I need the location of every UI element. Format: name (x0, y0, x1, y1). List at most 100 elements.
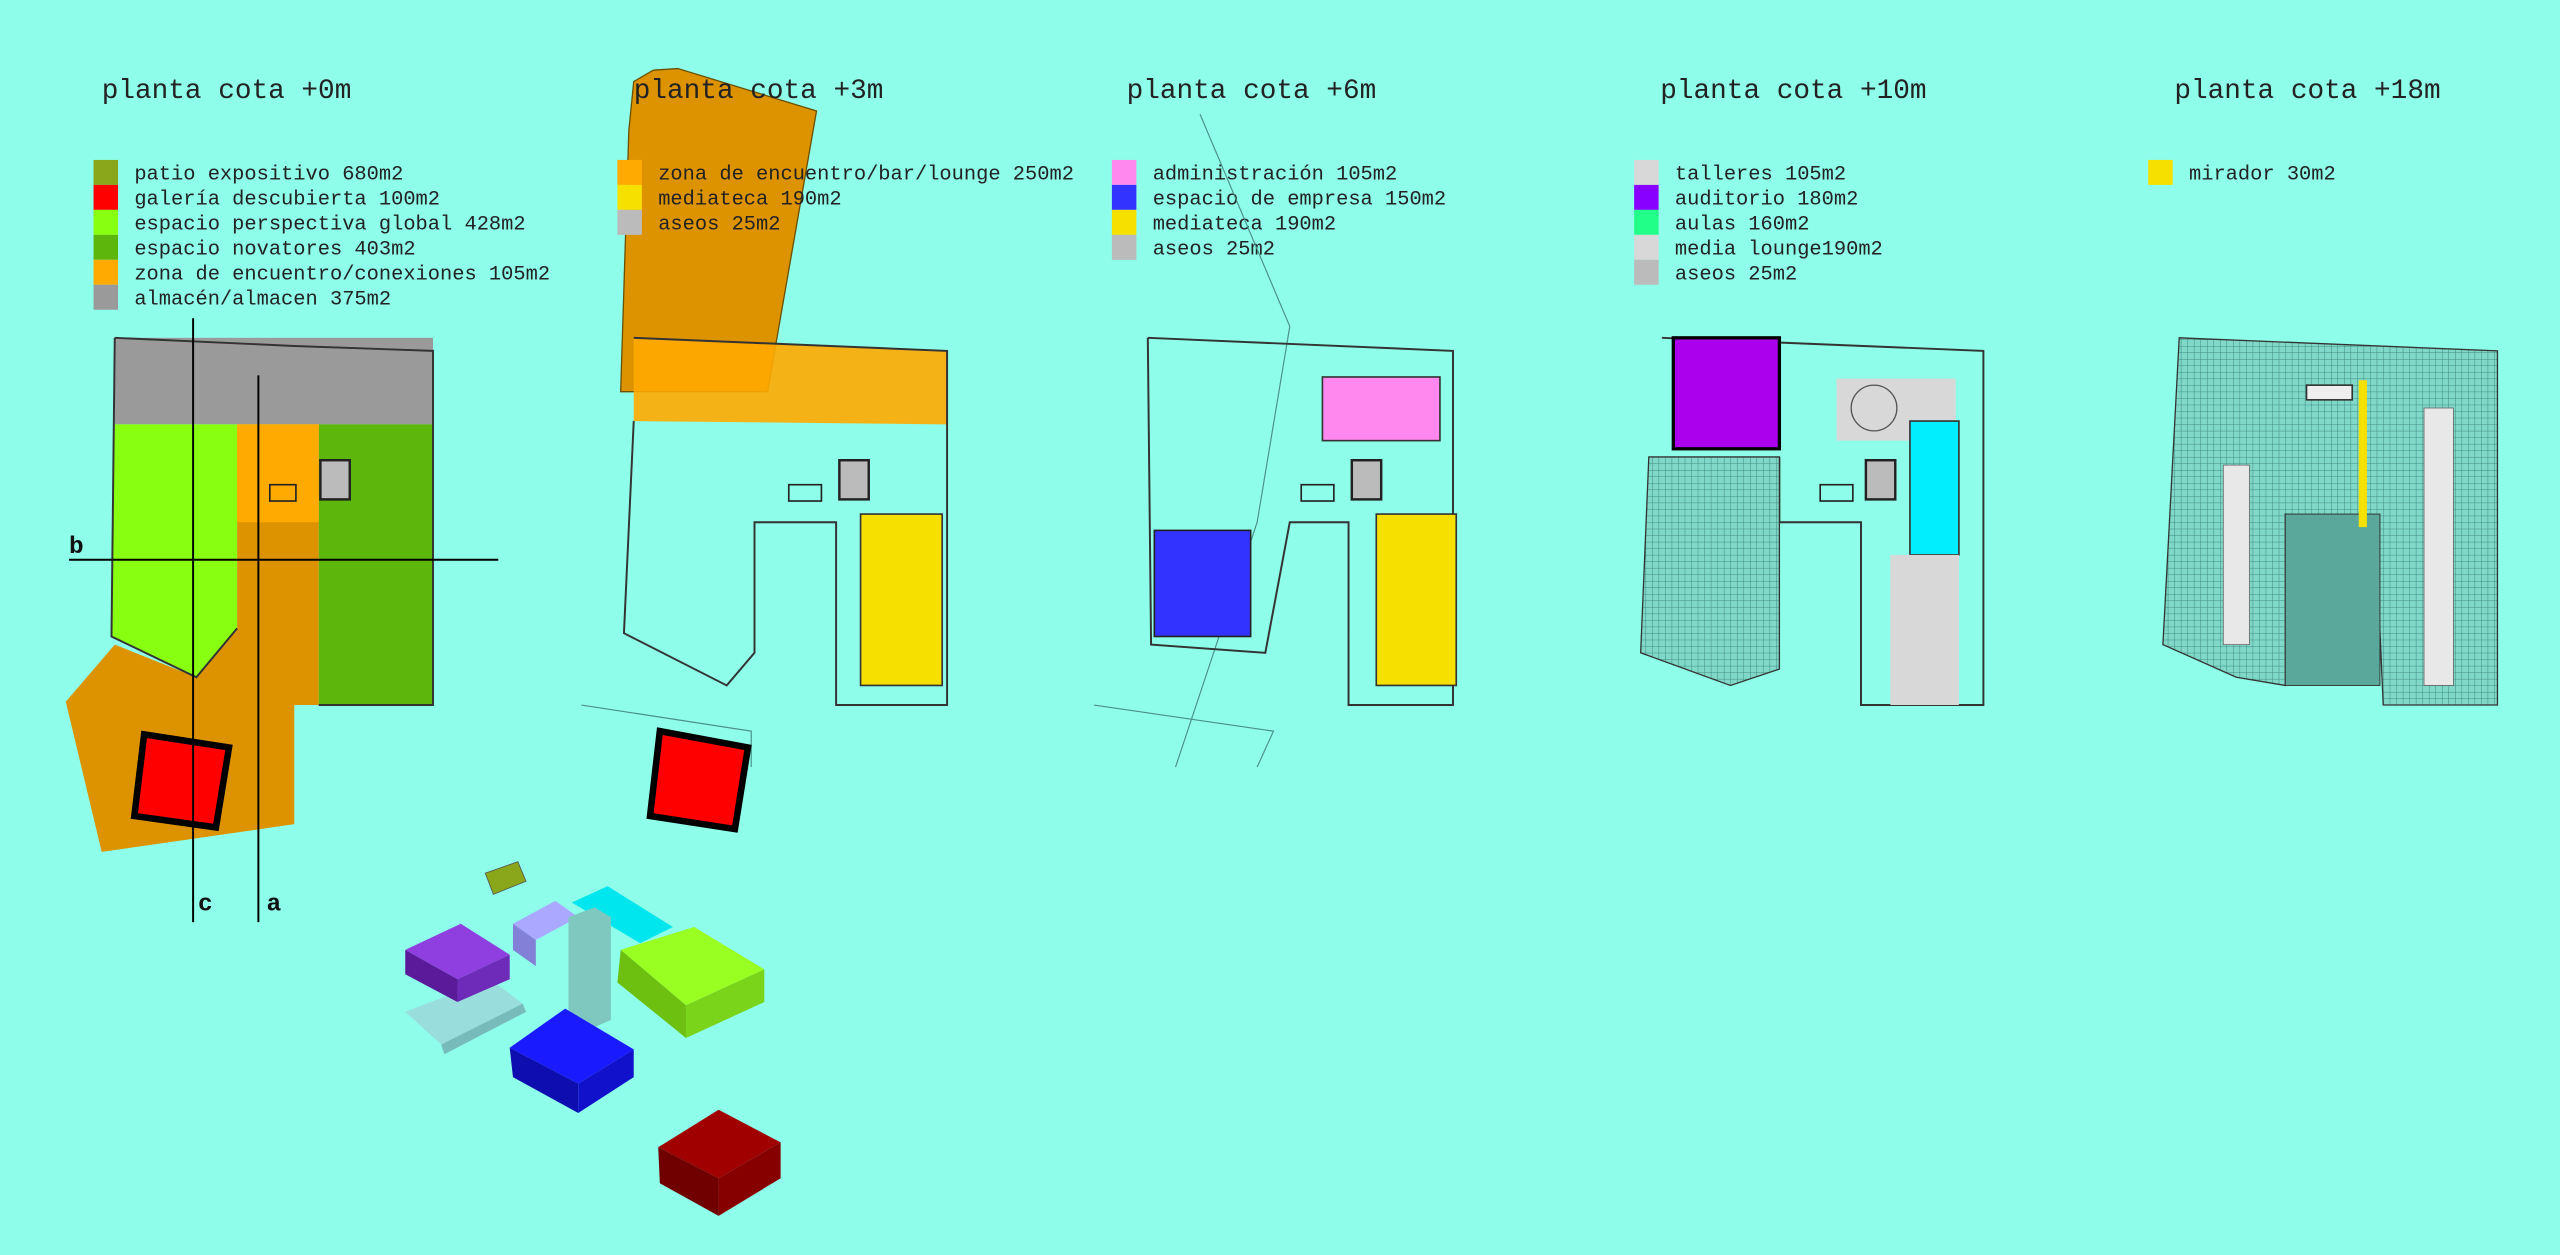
legend-label: patio expositivo 680m2 (134, 164, 403, 187)
plan-title-18m: planta cota +18m (2174, 76, 2440, 107)
plan-title-0m: planta cota +0m (102, 76, 352, 107)
legend-swatch (93, 184, 119, 210)
legend-label: espacio novatores 403m2 (134, 238, 415, 261)
zone-encuentro-conexiones (65, 424, 319, 852)
legend-label: almacén/almacen 375m2 (134, 288, 391, 311)
zone-almacen (114, 337, 433, 425)
massing-bar-side (441, 1003, 527, 1055)
zone-administracion (1321, 376, 1441, 442)
legend-label: galería descubierta 100m2 (134, 188, 440, 211)
massing-administracion (512, 900, 579, 941)
legend-label: zona de encuentro/bar/lounge 250m2 (658, 164, 1074, 187)
roof-access (2305, 384, 2354, 401)
plan-18m (2162, 337, 2499, 706)
massing-core (568, 907, 611, 1032)
aseos-6m (1350, 458, 1383, 501)
legend-label: administración 105m2 (1153, 164, 1398, 187)
zone-mediateca-6m (1375, 513, 1458, 687)
legend-label: aulas 160m2 (1675, 213, 1810, 236)
massing-auditorio-side (405, 949, 458, 1003)
massing-galeria-side (718, 1142, 781, 1216)
legend-label: zona de encuentro/conexiones 105m2 (134, 263, 550, 286)
massing-perspectiva-side (617, 949, 686, 1038)
plan-3m (581, 336, 949, 833)
legend-label: media lounge190m2 (1675, 238, 1883, 261)
zone-mirador (2358, 380, 2367, 528)
ramp-outline-south (1093, 704, 1275, 768)
massing-empresa-side (509, 1047, 579, 1114)
ramp-outline (1175, 114, 1291, 768)
legend-label: mediateca 190m2 (658, 188, 841, 211)
legend-swatch (93, 234, 119, 260)
legend-swatch (93, 209, 119, 235)
zone-media-lounge (1890, 554, 1959, 706)
legend-swatch (93, 259, 119, 285)
galeria-3m (646, 727, 752, 833)
plan-outline (1146, 336, 1454, 706)
zone-bar-lounge (633, 337, 948, 425)
legend-label: aseos 25m2 (1675, 263, 1797, 286)
aseos-3m (838, 458, 870, 501)
ramp-outline (581, 704, 752, 768)
massing-model (405, 861, 781, 1216)
legend-swatch (1111, 209, 1137, 235)
legend-swatch (1111, 184, 1137, 210)
zone-perspectiva-global (111, 424, 238, 678)
legend-label: espacio de empresa 150m2 (1153, 188, 1446, 211)
legend-label: auditorio 180m2 (1675, 188, 1858, 211)
legend-label: aseos 25m2 (658, 213, 780, 236)
zone-auditorio (1671, 336, 1782, 451)
roof-hatch-10m (1639, 456, 1781, 687)
zone-aulas (1909, 420, 1960, 556)
plan-6m (1093, 114, 1458, 768)
massing-perspectiva-global (620, 926, 765, 1006)
legend-swatch (2148, 159, 2173, 185)
legend-swatch (1634, 184, 1659, 210)
legend-label: espacio perspectiva global 428m2 (134, 213, 525, 236)
plan-outline-west (110, 337, 238, 679)
plan-title-10m: planta cota +10m (1660, 76, 1926, 107)
massing-aulas (571, 886, 673, 944)
zone-encuentro-core (237, 424, 319, 523)
massing-empresa-side (578, 1049, 634, 1114)
aseos-10m (1864, 458, 1897, 501)
legend-swatch (617, 159, 642, 185)
massing-espacio-empresa (509, 1008, 634, 1084)
section-label-a: a (267, 892, 282, 919)
massing-bar-top (405, 979, 523, 1045)
legend-swatch (617, 184, 642, 210)
legend-label: talleres 105m2 (1675, 164, 1846, 187)
plan-10m (1639, 336, 1985, 706)
zone-mediateca-3m (859, 513, 943, 687)
legend-label: mirador 30m2 (2189, 164, 2336, 187)
massing-patio (484, 861, 527, 895)
skylight-west (2222, 464, 2250, 646)
massing-perspectiva-side (685, 969, 765, 1038)
lift (1300, 483, 1335, 502)
legend-swatch (1634, 259, 1659, 285)
legend-swatch (93, 284, 119, 310)
legend-swatch (1634, 234, 1659, 260)
legend-swatch (1111, 159, 1137, 185)
massing-auditorio (405, 923, 510, 980)
roof-grid (2284, 513, 2381, 686)
lift (787, 483, 823, 502)
legend-swatch (1634, 209, 1659, 235)
round-table (1850, 384, 1898, 432)
zone-galeria-descubierta (130, 730, 233, 832)
legend-label: aseos 25m2 (1153, 238, 1275, 261)
skylight-east (2423, 407, 2454, 686)
legend-swatch (1634, 159, 1659, 185)
stair-core (319, 458, 351, 501)
lift (1819, 483, 1854, 502)
legend-swatch (93, 159, 119, 185)
plan-0m: b c a (65, 318, 499, 923)
plan-title-3m: planta cota +3m (634, 76, 884, 107)
plan-outline (622, 336, 949, 706)
legend-label: mediateca 190m2 (1153, 213, 1336, 236)
plan-outline (114, 336, 434, 706)
section-label-c: c (198, 892, 213, 919)
legend-swatch (617, 209, 642, 235)
